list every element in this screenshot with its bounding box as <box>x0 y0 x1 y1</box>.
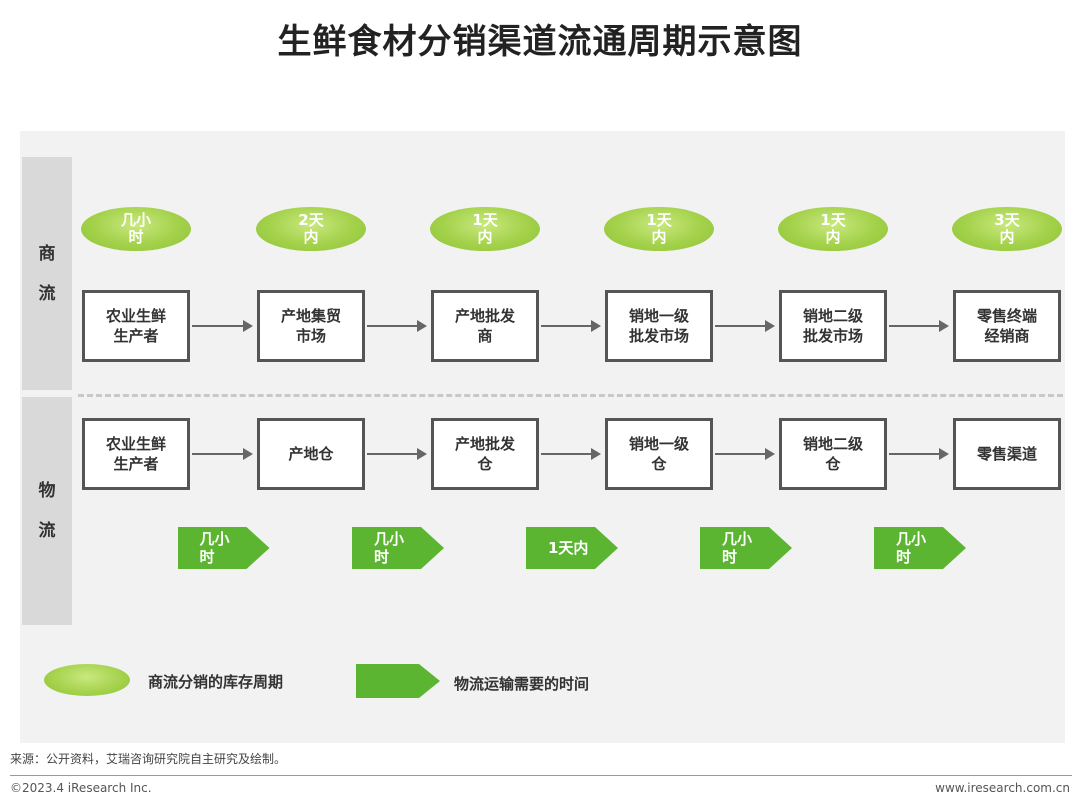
commerce-node-text-line: 产地批发 <box>454 307 515 325</box>
transit-text-line: 时 <box>896 548 912 566</box>
cycle-text-line: 内 <box>651 228 667 246</box>
cycle-text-line: 3天 <box>994 211 1020 229</box>
logistics-flow-arrow <box>367 448 427 460</box>
cycle-text-line: 几小 <box>120 211 151 229</box>
commerce-node-text-line: 批发市场 <box>802 327 863 345</box>
cycle-text-line: 内 <box>303 228 319 246</box>
logistics-node-text-line: 产地仓 <box>288 445 334 463</box>
logistics-node: 产地批发仓 <box>431 418 539 490</box>
cycle-text-line: 内 <box>825 228 841 246</box>
commerce-label-char: 商 <box>38 243 56 264</box>
commerce-cycle-ellipse: 1天内 <box>430 207 540 251</box>
commerce-node-text-line: 零售终端 <box>976 307 1037 325</box>
commerce-node: 零售终端经销商 <box>953 290 1061 362</box>
legend-arrow-swatch <box>356 664 440 698</box>
logistics-node-text-line: 生产者 <box>113 455 159 473</box>
commerce-side-label: 商 流 <box>22 157 72 390</box>
commerce-cycle-ellipse: 1天内 <box>778 207 888 251</box>
legend-arrow-label: 物流运输需要的时间 <box>454 675 590 693</box>
logistics-label-char: 流 <box>38 521 56 541</box>
flow-divider <box>78 394 1063 397</box>
logistics-node-text-line: 仓 <box>825 455 841 473</box>
footer-copyright: ©2023.4 iResearch Inc. <box>10 781 152 795</box>
logistics-node-text-line: 农业生鲜 <box>105 435 166 453</box>
logistics-node: 零售渠道 <box>953 418 1061 490</box>
legend-ellipse-label: 商流分销的库存周期 <box>148 673 284 691</box>
diagram-title: 生鲜食材分销渠道流通周期示意图 <box>277 22 803 62</box>
commerce-node-text-line: 经销商 <box>984 327 1030 345</box>
commerce-node-text-line: 销地一级 <box>628 307 689 325</box>
commerce-node-text-line: 生产者 <box>113 327 159 345</box>
logistics-node-text-line: 销地二级 <box>802 435 863 453</box>
logistics-flow-arrow <box>192 448 253 460</box>
commerce-node: 农业生鲜生产者 <box>82 290 190 362</box>
commerce-flow-arrow <box>192 320 253 332</box>
commerce-cycle-ellipse: 1天内 <box>604 207 714 251</box>
commerce-label-char: 流 <box>38 283 56 304</box>
transit-text-line: 时 <box>199 548 215 566</box>
commerce-flow-arrow <box>889 320 949 332</box>
diagram-panel <box>20 131 1065 743</box>
transit-text-line: 时 <box>374 548 390 566</box>
logistics-node-text-line: 仓 <box>477 455 493 473</box>
footer-rule <box>10 775 1072 776</box>
cycle-text-line: 1天 <box>646 211 672 229</box>
commerce-flow-arrow <box>541 320 601 332</box>
commerce-cycle-ellipse: 2天内 <box>256 207 366 251</box>
logistics-flow-arrow <box>541 448 601 460</box>
commerce-cycle-ellipse: 几小时 <box>81 207 191 251</box>
transit-text-line: 几小 <box>722 530 753 548</box>
logistics-node-text-line: 零售渠道 <box>976 445 1037 463</box>
commerce-node-text-line: 商 <box>477 327 493 345</box>
logistics-side-label: 物 流 <box>22 397 72 625</box>
logistics-node: 销地一级仓 <box>605 418 713 490</box>
commerce-node-text-line: 农业生鲜 <box>105 307 166 325</box>
transit-text-line: 几小 <box>374 530 405 548</box>
footer-url: www.iresearch.com.cn <box>935 781 1070 795</box>
commerce-node-text-line: 批发市场 <box>628 327 689 345</box>
source-note: 来源：公开资料，艾瑞咨询研究院自主研究及绘制。 <box>10 752 287 766</box>
cycle-text-line: 1天 <box>472 211 498 229</box>
commerce-flow-arrow <box>715 320 775 332</box>
logistics-node-text-line: 产地批发 <box>454 435 515 453</box>
commerce-node: 产地批发商 <box>431 290 539 362</box>
logistics-flow-arrow <box>715 448 775 460</box>
commerce-node: 销地二级批发市场 <box>779 290 887 362</box>
legend-ellipse-swatch <box>44 664 130 696</box>
logistics-node: 销地二级仓 <box>779 418 887 490</box>
logistics-node-text-line: 仓 <box>651 455 667 473</box>
logistics-node: 农业生鲜生产者 <box>82 418 190 490</box>
logistics-label-char: 物 <box>38 481 56 501</box>
transit-text-line: 时 <box>722 548 738 566</box>
commerce-flow-arrow <box>367 320 427 332</box>
cycle-text-line: 内 <box>477 228 493 246</box>
commerce-node: 产地集贸市场 <box>257 290 365 362</box>
cycle-text-line: 内 <box>999 228 1015 246</box>
logistics-flow-arrow <box>889 448 949 460</box>
logistics-node-text-line: 销地一级 <box>628 435 689 453</box>
cycle-text-line: 1天 <box>820 211 846 229</box>
cycle-text-line: 2天 <box>298 211 324 229</box>
logistics-node: 产地仓 <box>257 418 365 490</box>
commerce-node: 销地一级批发市场 <box>605 290 713 362</box>
commerce-cycle-ellipse: 3天内 <box>952 207 1062 251</box>
commerce-node-text-line: 市场 <box>295 327 326 345</box>
transit-text-line: 几小 <box>896 530 927 548</box>
transit-text-line: 1天内 <box>548 539 589 557</box>
commerce-node-text-line: 产地集贸 <box>280 307 341 325</box>
transit-text-line: 几小 <box>199 530 230 548</box>
cycle-text-line: 时 <box>128 228 144 246</box>
logistics-transit-arrow: 几小时 <box>352 527 444 569</box>
commerce-node-text-line: 销地二级 <box>802 307 863 325</box>
